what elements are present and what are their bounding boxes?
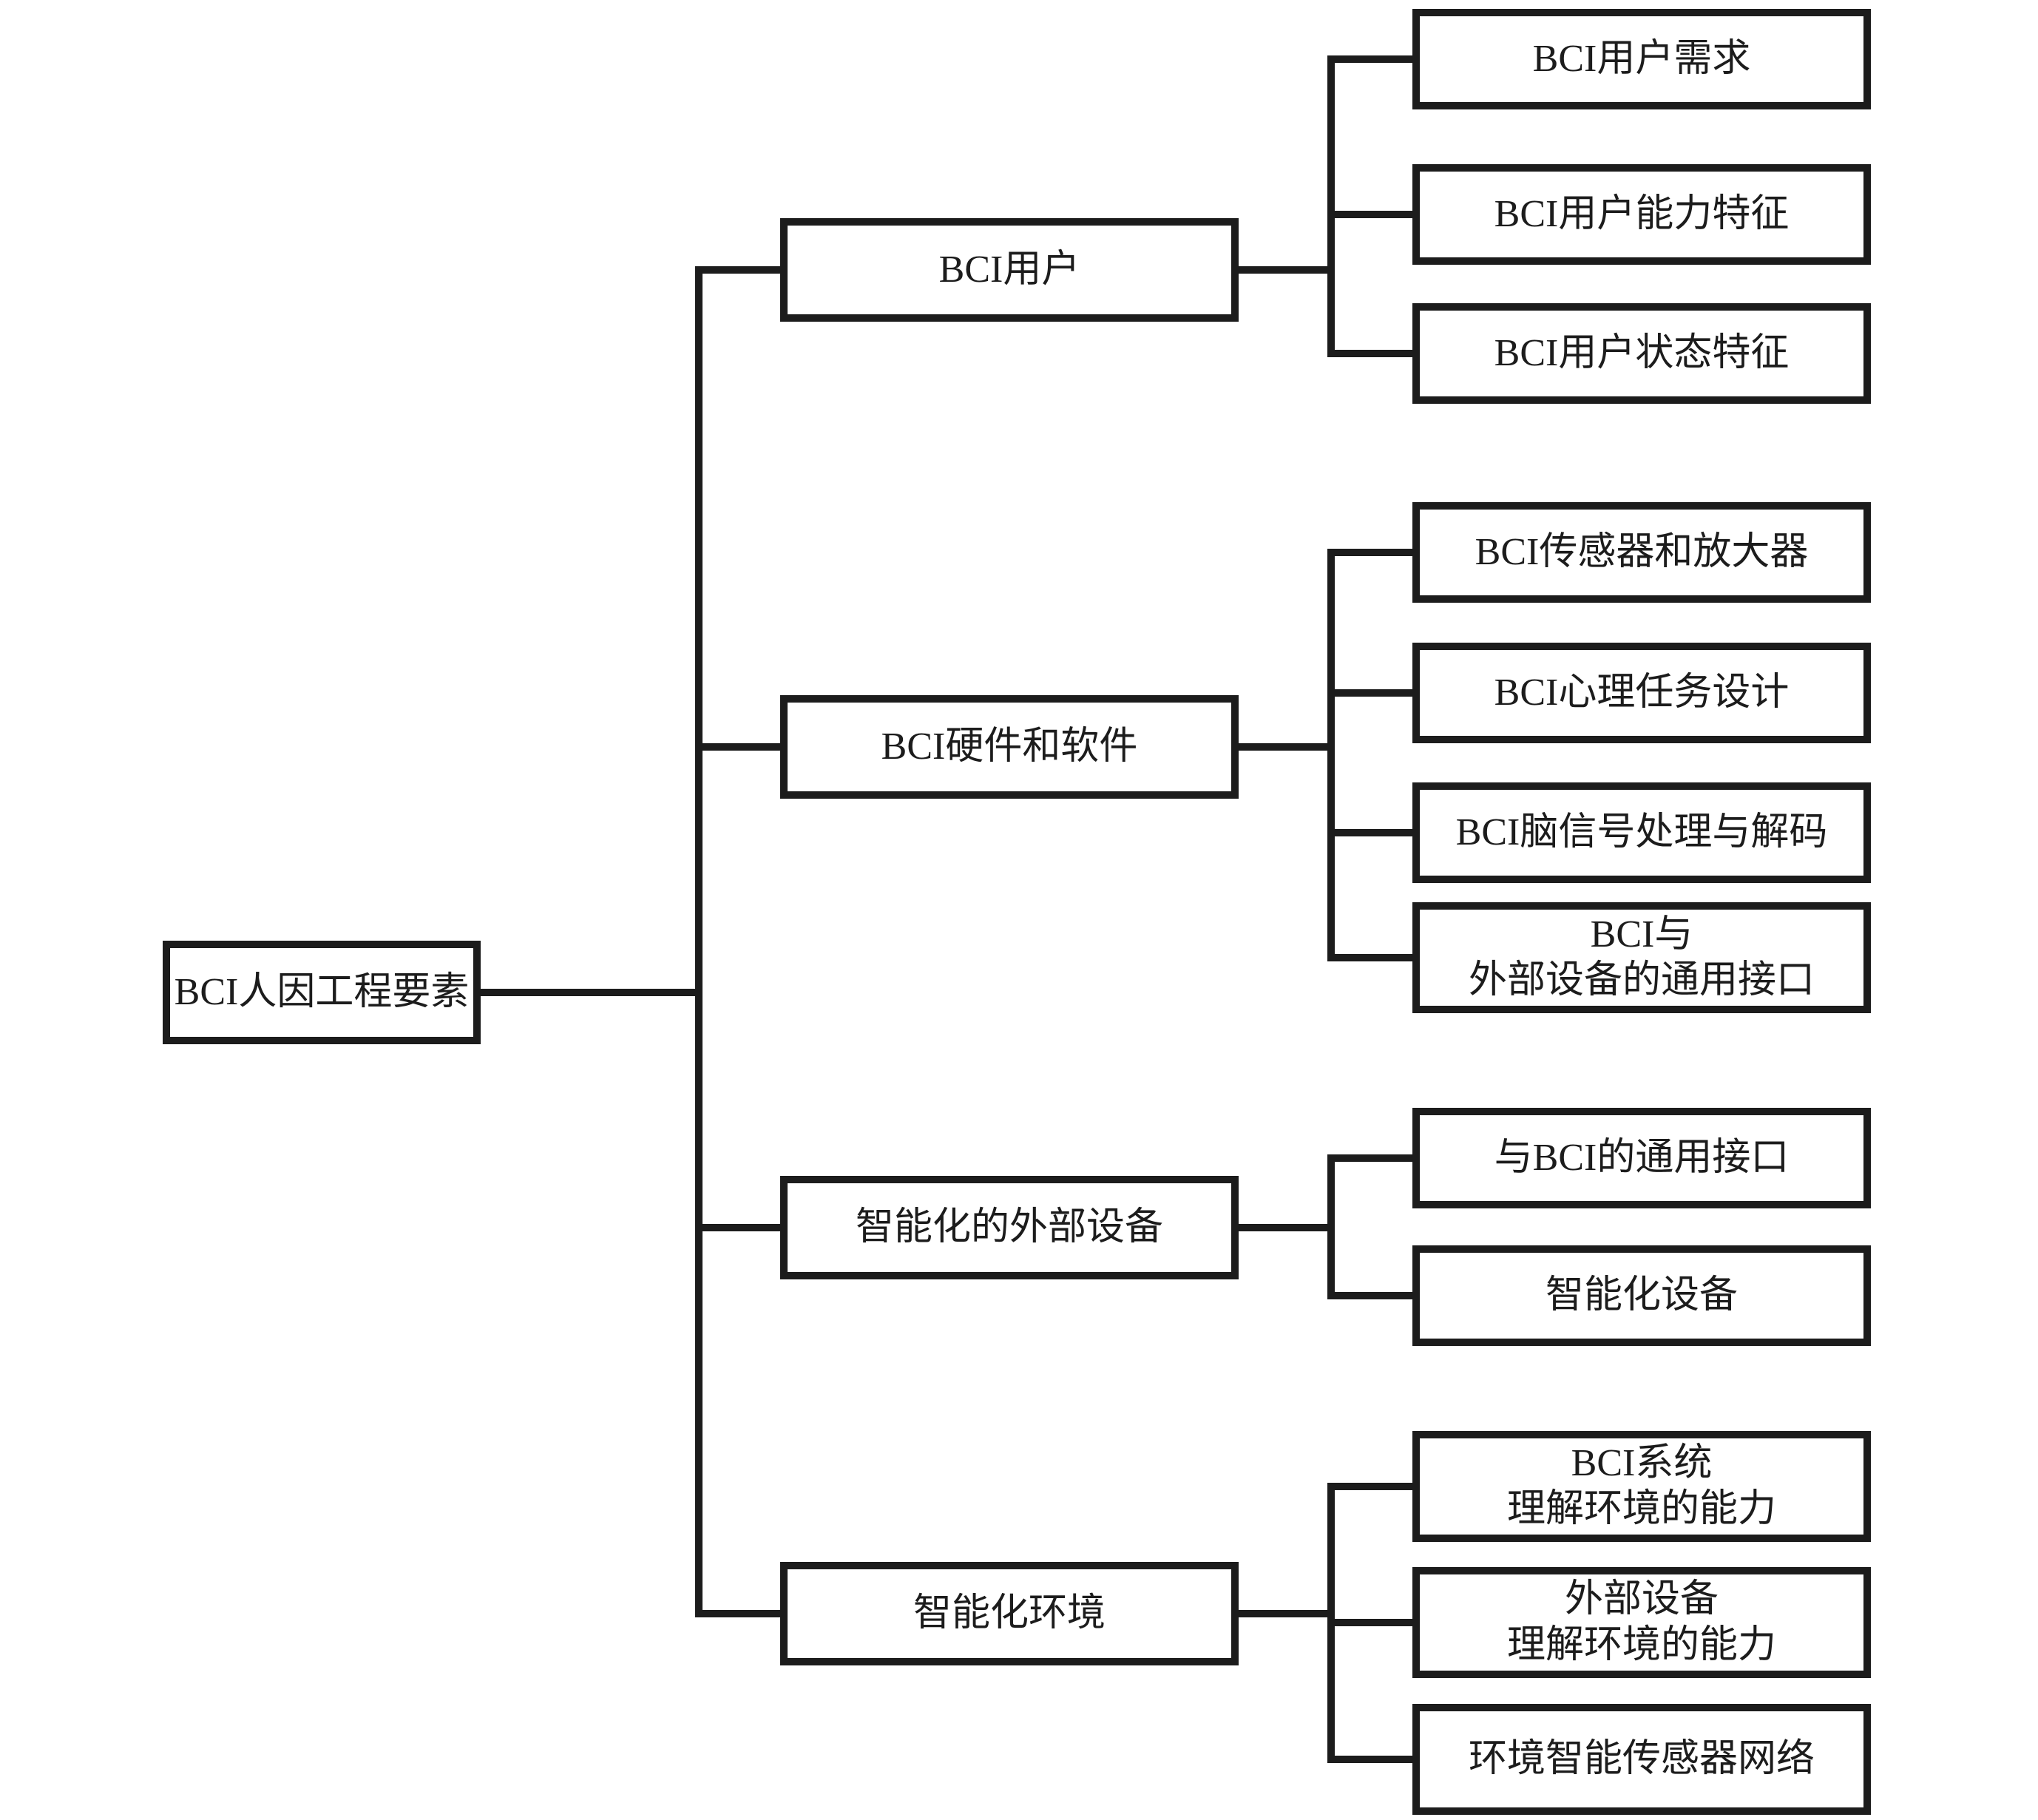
node-label: BCI硬件和软件 [881, 725, 1138, 768]
branch-bci-users: BCI用户 [780, 218, 1239, 322]
node-label: BCI与 外部设备的通用接口 [1468, 913, 1815, 1001]
child-bci-external-device-interface: BCI与 外部设备的通用接口 [1412, 902, 1871, 1013]
child-universal-interface-with-bci: 与BCI的通用接口 [1412, 1108, 1871, 1208]
node-label: 与BCI的通用接口 [1494, 1137, 1790, 1179]
child-bci-signal-processing-decoding: BCI脑信号处理与解码 [1412, 782, 1871, 883]
node-label: BCI用户状态特征 [1494, 332, 1790, 374]
child-external-device-environment-understanding: 外部设备 理解环境的能力 [1412, 1567, 1871, 1678]
child-bci-user-needs: BCI用户需求 [1412, 9, 1871, 109]
branch-bci-hardware-software: BCI硬件和软件 [780, 695, 1239, 799]
branch-intelligent-external-devices: 智能化的外部设备 [780, 1176, 1239, 1279]
node-label: 外部设备 理解环境的能力 [1506, 1578, 1776, 1666]
node-label: BCI用户需求 [1532, 38, 1751, 80]
node-label: BCI心理任务设计 [1494, 671, 1790, 714]
node-label: 环境智能传感器网络 [1468, 1738, 1815, 1780]
child-bci-mental-task-design: BCI心理任务设计 [1412, 643, 1871, 743]
child-environment-smart-sensor-network: 环境智能传感器网络 [1412, 1704, 1871, 1815]
child-bci-system-environment-understanding: BCI系统 理解环境的能力 [1412, 1431, 1871, 1542]
node-label: BCI用户能力特征 [1494, 193, 1790, 235]
node-label: BCI传感器和放大器 [1475, 531, 1809, 573]
node-label: 智能化设备 [1545, 1274, 1738, 1316]
node-label: 智能化的外部设备 [855, 1206, 1163, 1248]
node-label: BCI人因工程要素 [174, 971, 470, 1013]
node-label: BCI系统 理解环境的能力 [1506, 1442, 1776, 1530]
node-label: 智能化环境 [913, 1592, 1106, 1634]
child-bci-sensors-amplifiers: BCI传感器和放大器 [1412, 502, 1871, 603]
child-intelligent-devices: 智能化设备 [1412, 1245, 1871, 1346]
node-root: BCI人因工程要素 [163, 941, 481, 1044]
node-label: BCI用户 [938, 248, 1080, 291]
branch-intelligent-environment: 智能化环境 [780, 1562, 1239, 1665]
child-bci-user-capability-traits: BCI用户能力特征 [1412, 164, 1871, 265]
node-label: BCI脑信号处理与解码 [1455, 811, 1828, 853]
child-bci-user-state-traits: BCI用户状态特征 [1412, 303, 1871, 404]
